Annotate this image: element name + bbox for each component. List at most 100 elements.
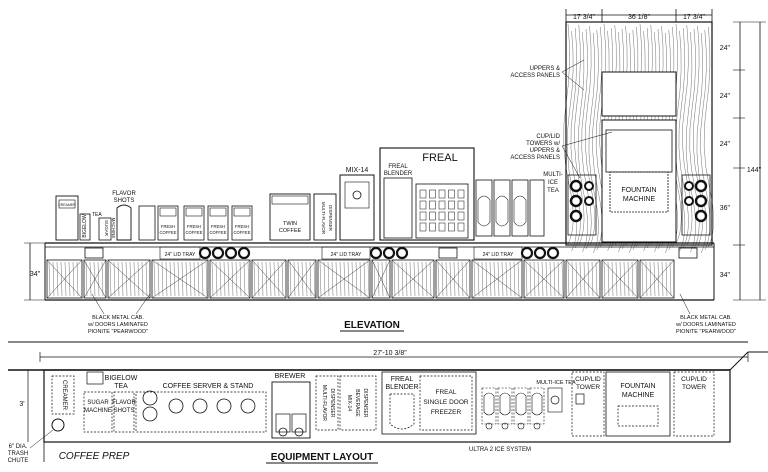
- door-grain: [449, 261, 452, 297]
- door-grain: [72, 261, 75, 297]
- door-grain: [457, 261, 460, 297]
- door-grain: [289, 261, 292, 297]
- woodgrain-stroke: [592, 29, 603, 251]
- layout-title: EQUIPMENT LAYOUT: [271, 452, 373, 463]
- fresh-coffee-label: COFFEE: [234, 230, 251, 235]
- dim-top-mid: 36 1/8": [628, 14, 650, 21]
- door-grain: [181, 261, 184, 297]
- door-grain: [165, 261, 168, 297]
- freal-cup: [438, 189, 446, 199]
- door-grain: [579, 261, 582, 297]
- door-grain: [583, 261, 586, 297]
- multi-ice-tea-elev-label-3: TEA: [547, 188, 559, 194]
- freal-cup: [438, 200, 446, 210]
- fountain-label-2: MACHINE: [623, 196, 656, 203]
- fresh-coffee-label: COFFEE: [160, 230, 177, 235]
- plan-freal-freezer-3: FREEZER: [431, 409, 462, 416]
- door-grain: [215, 261, 218, 297]
- door-grain: [60, 261, 63, 297]
- plan-freal-freezer: FREAL: [436, 389, 457, 396]
- cab-left-note: BLACK METAL CAB.: [92, 315, 144, 321]
- dim-h2: 24": [720, 93, 731, 100]
- door-grain: [157, 261, 160, 297]
- woodgrain-stroke: [581, 28, 592, 250]
- cabinet-door: [601, 259, 639, 299]
- door-grain: [193, 261, 196, 297]
- door-grain: [653, 261, 656, 297]
- freal-cup: [429, 189, 436, 199]
- door-grain: [445, 261, 448, 297]
- dim-h4: 36": [720, 205, 731, 212]
- cabinet-notes: BLACK METAL CAB. w/ DOORS LAMINATED PION…: [87, 293, 736, 335]
- cabinet-door: [565, 259, 601, 299]
- cabinet-door: [287, 259, 317, 299]
- door-grain: [607, 261, 610, 297]
- door-grain: [64, 261, 67, 297]
- tea-urn-plan: [497, 387, 513, 425]
- dim-h1: 24": [720, 45, 731, 52]
- door-grain: [493, 261, 496, 297]
- door-grain: [575, 261, 578, 297]
- door-grain: [437, 261, 440, 297]
- door-grain: [623, 261, 626, 297]
- tea-urn-plan-bowl: [531, 392, 543, 416]
- tea-urn-bowl: [495, 195, 509, 227]
- door-grain: [293, 261, 296, 297]
- woodgrain-stroke: [563, 23, 574, 245]
- door-grain: [381, 261, 384, 297]
- door-grain: [497, 261, 500, 297]
- door-grain: [93, 261, 96, 297]
- plan-freal-blender: FREAL: [391, 376, 414, 383]
- tea-urn-plan: [547, 387, 563, 413]
- door-grain: [319, 261, 322, 297]
- door-grain: [649, 261, 652, 297]
- drop-in-sink: [438, 247, 458, 259]
- dim-h3: 24": [720, 141, 731, 148]
- multi-flavor-elev-label: MULTI-FLAVOR: [321, 202, 326, 235]
- door-grain: [265, 261, 268, 297]
- dim-top-right: 17 3/4": [683, 14, 705, 21]
- plan-bigelow: BIGELOW: [105, 375, 138, 382]
- door-swing-line: [209, 259, 251, 299]
- door-grain: [189, 261, 192, 297]
- cabinet-door: [371, 259, 391, 299]
- freal-elev-label: FREAL: [422, 152, 457, 164]
- door-swing-line: [151, 259, 209, 299]
- freal-cup: [429, 222, 436, 232]
- trash-label: 6" DIA.: [9, 444, 28, 450]
- door-grain: [603, 261, 606, 297]
- door-grain: [177, 261, 180, 297]
- cabinet-door: [151, 259, 209, 299]
- door-grain: [305, 261, 308, 297]
- top-dimension-line: 17 3/4" 36 1/8" 17 3/4": [565, 9, 713, 22]
- plan-sugar-2: MACHINE: [84, 408, 112, 414]
- door-grain: [205, 261, 208, 297]
- door-grain: [591, 261, 594, 297]
- door-grain: [323, 261, 326, 297]
- door-grain: [461, 261, 464, 297]
- coffee-server-top: [209, 207, 227, 217]
- right-dimension-lines: 24" 24" 24" 36" 34" 144": [720, 21, 766, 301]
- door-grain: [635, 261, 638, 297]
- coffee-server-body: [207, 205, 229, 241]
- door-grain: [281, 261, 284, 297]
- bigelow-elev-label: BIGELOW: [82, 214, 88, 238]
- plan-mix14-2: BEVERAGE: [354, 389, 360, 417]
- sugar-elev-label: SUGAR: [104, 220, 109, 237]
- door-grain: [525, 261, 528, 297]
- plan-cup-lid-left-2: TOWER: [576, 384, 600, 391]
- door-grain: [561, 261, 564, 297]
- door-grain: [631, 261, 634, 297]
- door-grain: [595, 261, 598, 297]
- door-grain: [347, 261, 350, 297]
- cabinet-door: [251, 259, 287, 299]
- door-swing-line: [317, 259, 371, 299]
- woodgrain-stroke: [685, 31, 696, 253]
- door-grain: [453, 261, 456, 297]
- plan-coffee-server: COFFEE SERVER & STAND: [163, 383, 254, 390]
- tea-urn-plan-bowl: [515, 392, 527, 416]
- coffee-server-body: [231, 205, 253, 241]
- door-grain: [211, 261, 214, 297]
- multi-flavor-elev-label-2: DISPENSER: [328, 205, 333, 232]
- sugar-elev-label-2: MACHINE: [111, 218, 116, 239]
